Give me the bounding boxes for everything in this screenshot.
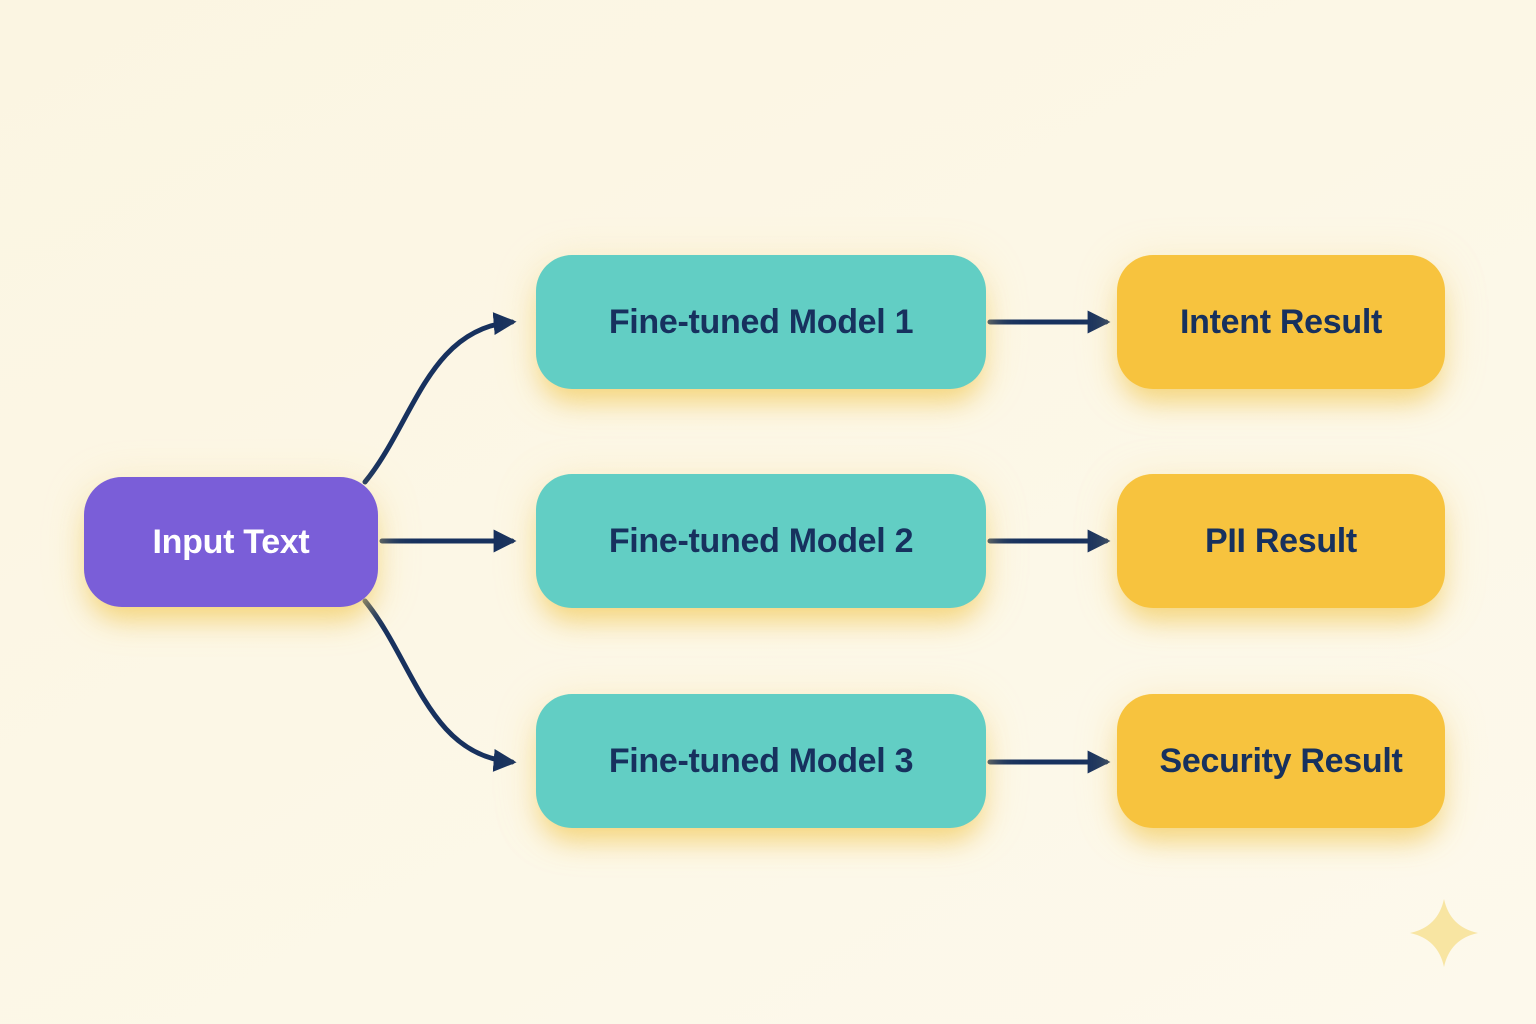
- arrow-input-to-model3: [362, 598, 517, 772]
- node-intent-result-label: Intent Result: [1180, 302, 1382, 341]
- node-fine-tuned-model-1: Fine-tuned Model 1: [536, 255, 986, 389]
- arrow-input-to-model1: [362, 312, 517, 485]
- sparkle-icon: [1410, 899, 1478, 967]
- node-security-result: Security Result: [1117, 694, 1445, 828]
- node-model-3-label: Fine-tuned Model 3: [608, 741, 914, 780]
- node-fine-tuned-model-2: Fine-tuned Model 2: [536, 474, 986, 608]
- node-model-2-label: Fine-tuned Model 2: [608, 521, 914, 560]
- node-pii-result: PII Result: [1117, 474, 1445, 608]
- node-model-1-label: Fine-tuned Model 1: [608, 302, 914, 341]
- node-input-text-label: Input Text: [152, 522, 310, 561]
- node-fine-tuned-model-3: Fine-tuned Model 3: [536, 694, 986, 828]
- node-intent-result: Intent Result: [1117, 255, 1445, 389]
- node-pii-result-label: PII Result: [1205, 521, 1357, 560]
- node-security-result-label: Security Result: [1159, 741, 1403, 780]
- node-input-text: Input Text: [84, 477, 378, 607]
